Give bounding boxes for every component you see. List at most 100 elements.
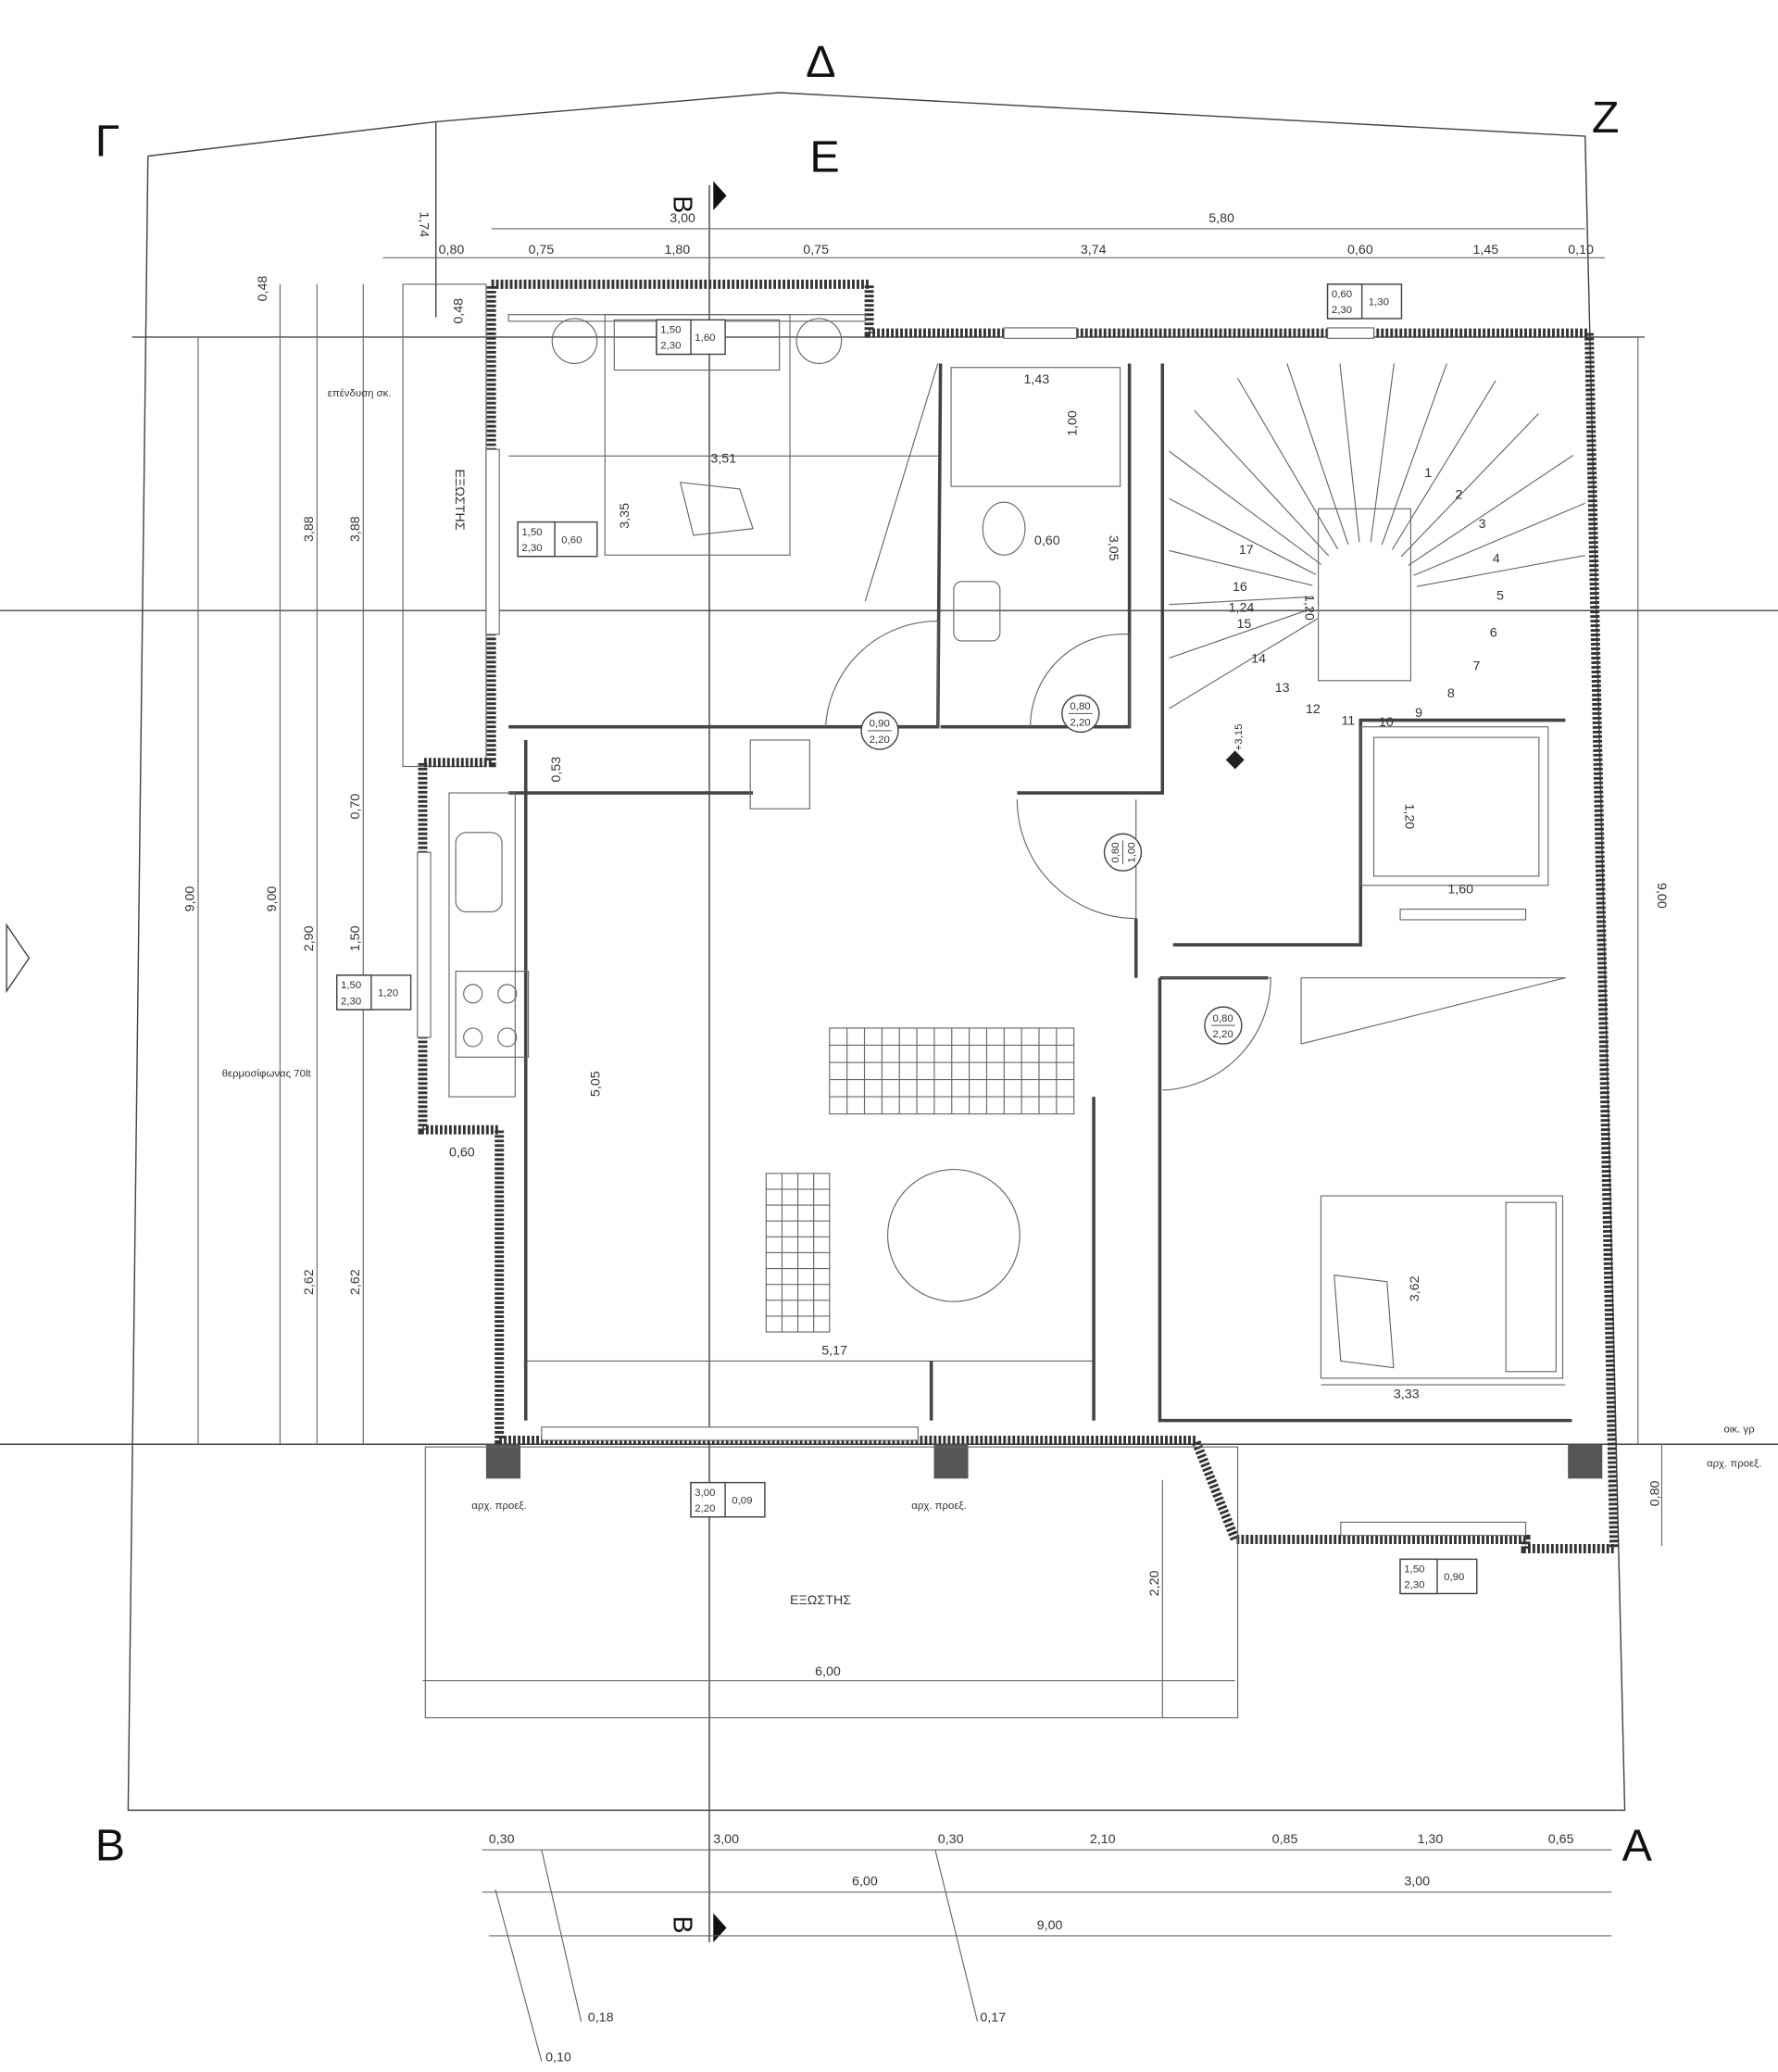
- stair-tread: [1381, 363, 1447, 546]
- window-tag: 1,502,30 1,20: [336, 974, 412, 1011]
- svg-text:0,09: 0,09: [732, 1495, 752, 1506]
- window-tag: 1,502,30 0,90: [1399, 1558, 1478, 1595]
- dimension-label: 9,00: [1037, 1918, 1063, 1933]
- svg-text:0,80: 0,80: [1212, 1013, 1233, 1024]
- section-marker-bottom: Β: [667, 1913, 727, 1943]
- svg-text:1,60: 1,60: [695, 333, 715, 344]
- bathroom-fixtures: [950, 367, 1121, 642]
- column: [485, 1444, 521, 1479]
- dimension-label: 3,74: [1081, 243, 1107, 257]
- stair-tread: [1413, 502, 1585, 576]
- dimension-label: 1,60: [1447, 882, 1473, 897]
- svg-text:2,30: 2,30: [1404, 1580, 1424, 1591]
- corner-label: Α: [1622, 1821, 1653, 1871]
- dimension-label: 1,45: [1472, 243, 1498, 257]
- svg-text:0,60: 0,60: [1332, 289, 1352, 300]
- svg-text:0,90: 0,90: [870, 719, 890, 730]
- svg-text:2,20: 2,20: [1212, 1029, 1233, 1040]
- dimension-label: 0,10: [1568, 243, 1594, 257]
- dimension-label: 3,88: [348, 516, 363, 542]
- stair-step-number: 16: [1233, 580, 1247, 595]
- bedroom-2-bed: [1300, 977, 1566, 1379]
- overhang-label: αρχ. προεξ.: [1707, 1459, 1761, 1470]
- dimension-label: 0,85: [1272, 1832, 1298, 1847]
- dimension-label: 6,00: [852, 1875, 878, 1890]
- svg-text:1,50: 1,50: [521, 527, 542, 538]
- dimension-label: 0,65: [1548, 1832, 1574, 1847]
- stair-step-number: 12: [1306, 702, 1321, 717]
- svg-text:Β: Β: [667, 195, 696, 213]
- dimension-label: 0,18: [588, 2011, 614, 2026]
- svg-text:0,80: 0,80: [1110, 842, 1121, 862]
- dimension-label: 2,10: [1090, 1832, 1116, 1847]
- stair-tread: [1169, 497, 1317, 575]
- dimension-label: 0,80: [1648, 1481, 1663, 1507]
- dining-table: [887, 1169, 1020, 1302]
- dimension-label: 3,00: [713, 1832, 739, 1847]
- dining-rug: [765, 1173, 831, 1333]
- dimension-label: 0,30: [938, 1832, 964, 1847]
- dimension-label: 3,00: [670, 211, 695, 226]
- dimension-label: 1,00: [1066, 410, 1081, 436]
- level-marker-icon: [1225, 750, 1245, 770]
- stair-step-number: 7: [1473, 659, 1481, 674]
- dimension-label: 0,60: [1347, 243, 1373, 257]
- stair-tread: [1370, 363, 1395, 543]
- kitchen: [448, 739, 810, 1098]
- svg-text:0,80: 0,80: [1070, 701, 1090, 712]
- stair-step-number: 3: [1479, 517, 1486, 532]
- door-tag: 0,802,20: [1061, 694, 1100, 734]
- stair-step-number: 2: [1455, 487, 1462, 502]
- stair-step-number: 14: [1251, 651, 1266, 666]
- column: [1568, 1444, 1603, 1479]
- dimension-label: 1,43: [1023, 372, 1049, 387]
- left-balcony: [402, 283, 487, 768]
- dimension-label: 0,17: [980, 2011, 1006, 2026]
- dimension-label: 5,17: [821, 1343, 847, 1358]
- door-tag: 0,80 2,20: [1204, 1006, 1243, 1045]
- stair-step-number: 6: [1490, 625, 1497, 640]
- dimension-label: 1,74: [417, 211, 432, 237]
- stair-tread: [1169, 549, 1313, 586]
- water-heater-label: θερμοσίφωνας 70lt: [222, 1069, 312, 1080]
- stair-tread: [1169, 596, 1312, 606]
- dimension-label: 0,75: [803, 243, 829, 257]
- window-tag: 3,002,20 0,09: [690, 1481, 766, 1518]
- stair-step-number: 10: [1379, 715, 1394, 730]
- stair-step-number: 15: [1236, 617, 1251, 632]
- dimension-label: 0,80: [439, 243, 465, 257]
- dimension-label: 2,62: [302, 1269, 317, 1295]
- svg-text:1,50: 1,50: [660, 325, 681, 336]
- dimension-label: 3,51: [710, 451, 736, 466]
- wardrobe: [864, 363, 939, 602]
- stair-tread: [1408, 455, 1574, 566]
- stair-tread: [1400, 413, 1539, 558]
- corner-label: Β: [95, 1821, 125, 1871]
- door-tag: 0,902,20: [860, 711, 899, 750]
- stair-tread: [1416, 555, 1585, 587]
- stair-step-number: 11: [1341, 713, 1355, 728]
- stair-tread: [1391, 380, 1496, 550]
- level-mark: +3,15: [1233, 724, 1245, 751]
- bottom-balcony: [424, 1446, 1239, 1719]
- dimension-label: 1,20: [1301, 595, 1316, 621]
- svg-text:2,20: 2,20: [695, 1503, 715, 1514]
- dimension-label: 3,33: [1394, 1387, 1420, 1401]
- stair-step-number: 9: [1415, 706, 1422, 721]
- dimension-label: 5,80: [1208, 211, 1234, 226]
- stair-step-number: 13: [1275, 681, 1290, 696]
- dimension-label: 0,75: [529, 243, 555, 257]
- dimension-label: 2,62: [348, 1269, 363, 1295]
- dimension-label: 0,48: [451, 298, 466, 324]
- svg-text:2,30: 2,30: [521, 543, 542, 554]
- interior-walls: [508, 363, 1572, 1423]
- stair-tread: [1169, 607, 1314, 659]
- svg-text:Β: Β: [667, 1916, 696, 1934]
- dimension-label: 9,00: [183, 886, 198, 912]
- exterior-wall: [418, 279, 1620, 1553]
- stair-tread: [1169, 618, 1318, 710]
- dimension-label: 0,60: [1034, 534, 1060, 548]
